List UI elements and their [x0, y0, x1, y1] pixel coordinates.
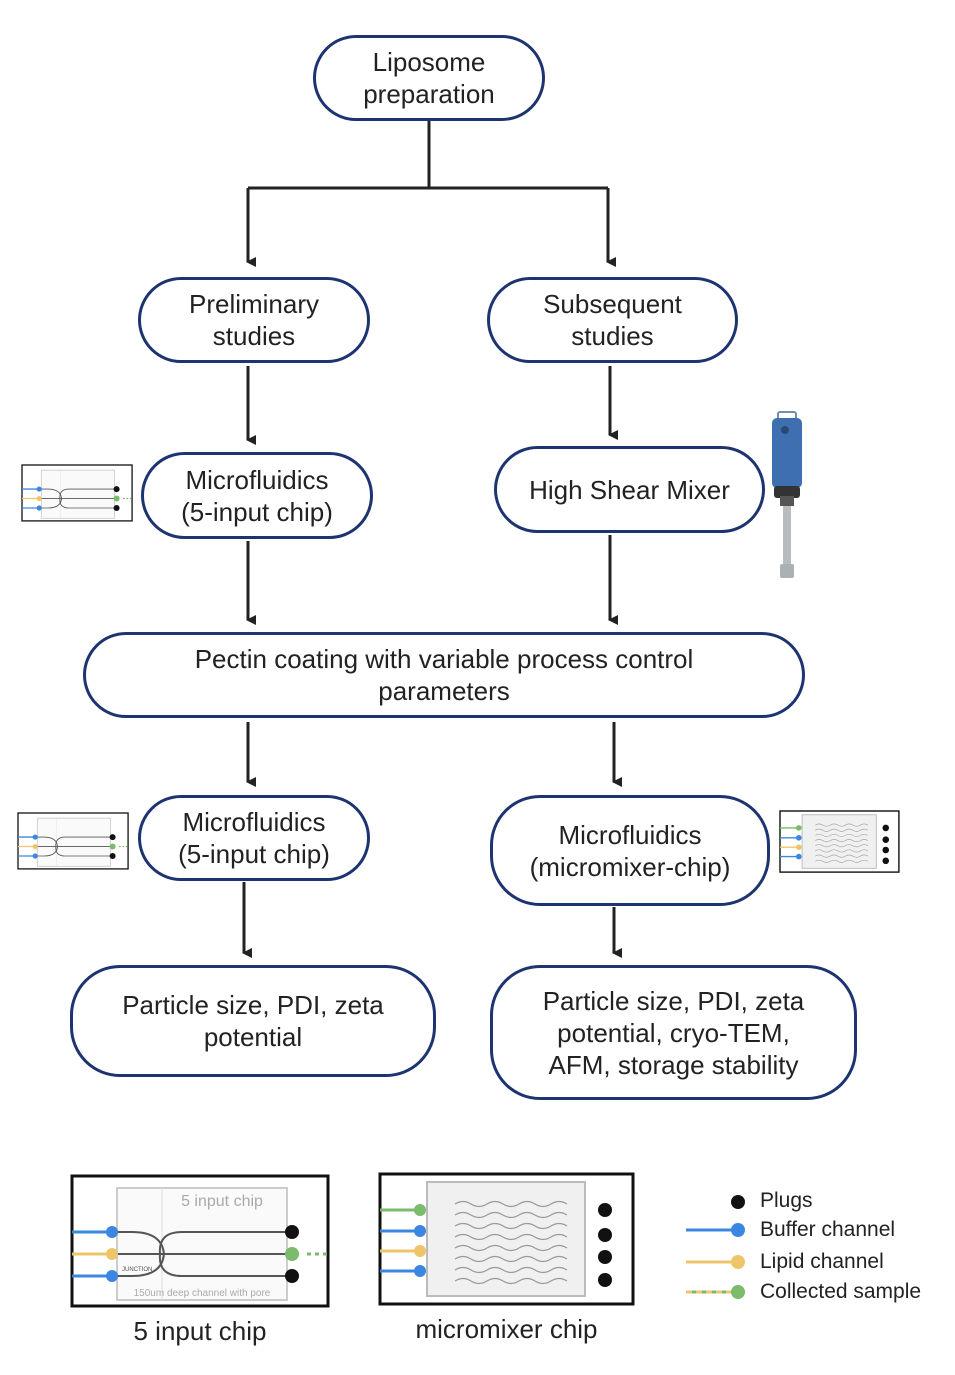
svg-text:150um deep channel with pore: 150um deep channel with pore	[134, 1288, 271, 1299]
arrow-liposome-branch	[248, 120, 608, 190]
five-input-chip-caption: 5 input chip	[133, 1316, 267, 1346]
node-label: Particle size, PDI, zeta potential, cryo…	[542, 985, 805, 1080]
legend-sample: Collected sample	[760, 1280, 922, 1303]
node-label: Preliminary studies	[188, 289, 320, 351]
legend-buffer: Buffer channel	[760, 1218, 896, 1241]
node-preliminary-studies: Preliminary studies	[138, 277, 370, 363]
node-subsequent-studies: Subsequent studies	[487, 277, 738, 363]
legend-lipid: Lipid channel	[760, 1250, 884, 1273]
node-high-shear-mixer: High Shear Mixer	[494, 446, 765, 533]
five-input-chip-thumbnail-b	[17, 812, 129, 870]
high-shear-mixer-icon	[772, 411, 802, 578]
node-label: Subsequent studies	[543, 289, 682, 351]
legend-lipid-icon	[731, 1255, 745, 1269]
legend-sample-icon	[731, 1285, 745, 1299]
node-label: Microfluidics (micromixer-chip)	[529, 819, 731, 882]
node-liposome-preparation: Liposome preparation	[313, 35, 545, 121]
node-label: Liposome preparation	[363, 47, 495, 109]
micromixer-chip-thumbnail	[779, 810, 900, 873]
node-characterization-right: Particle size, PDI, zeta potential, cryo…	[490, 965, 857, 1100]
micromixer-chip-caption: micromixer chip	[415, 1314, 598, 1344]
legend-buffer-icon	[731, 1223, 745, 1237]
micromixer-chip-diagram	[378, 1172, 635, 1306]
node-microfluidics-5input-a: Microfluidics (5-input chip)	[141, 452, 373, 539]
svg-text:5 input chip: 5 input chip	[181, 1193, 263, 1210]
node-label: High Shear Mixer	[529, 474, 730, 505]
node-label: Microfluidics (5-input chip)	[181, 464, 333, 527]
legend-plug-icon	[731, 1195, 745, 1209]
five-input-chip-thumbnail-a	[21, 464, 133, 522]
node-label: Pectin coating with variable process con…	[194, 644, 694, 706]
node-label: Particle size, PDI, zeta potential	[122, 990, 384, 1052]
five-input-chip-diagram: 5 input chip 150um deep channel with por…	[70, 1174, 330, 1308]
node-microfluidics-micromixer: Microfluidics (micromixer-chip)	[490, 795, 770, 906]
node-microfluidics-5input-b: Microfluidics (5-input chip)	[138, 795, 370, 881]
node-characterization-left: Particle size, PDI, zeta potential	[70, 965, 436, 1077]
legend-plugs: Plugs	[760, 1189, 813, 1212]
node-pectin-coating: Pectin coating with variable process con…	[83, 632, 805, 718]
node-label: Microfluidics (5-input chip)	[178, 807, 330, 869]
legend-markers	[686, 1195, 745, 1299]
svg-text:JUNCTION: JUNCTION	[122, 1267, 152, 1273]
